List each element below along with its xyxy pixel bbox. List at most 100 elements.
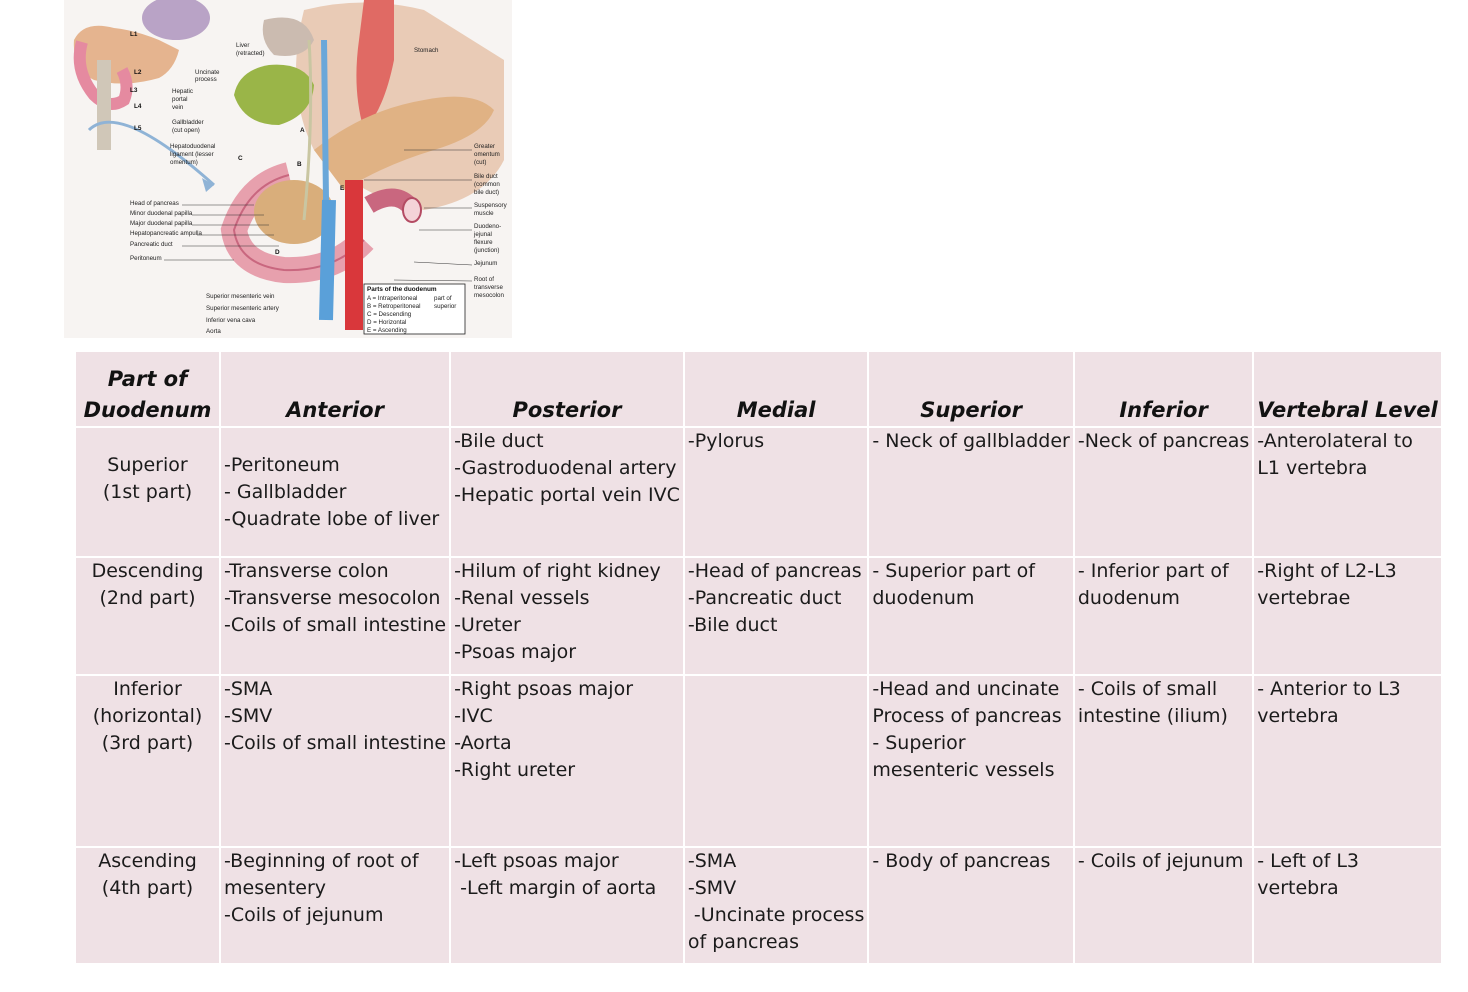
cell-line: -Coils of small intestine: [224, 614, 447, 636]
cell-line: vertebrae: [1257, 587, 1351, 609]
cell-line: - Left of L3: [1257, 850, 1359, 872]
label-minor-papilla: Minor duodenal papilla: [130, 210, 193, 217]
label-sma: Superior mesenteric artery: [206, 305, 280, 312]
cell-posterior: -Left psoas major -Left margin of aorta: [450, 847, 685, 963]
label-bile-duct-3: bile duct): [474, 189, 499, 196]
cell-line: -SMV: [224, 705, 273, 727]
cell-line: -Head of pancreas: [687, 560, 862, 582]
letter-A: A: [300, 127, 305, 134]
cell-line: -Bile duct: [687, 614, 778, 636]
label-hepatic: Hepatic: [172, 88, 193, 95]
label-greater-omentum-3: (cut): [474, 159, 486, 166]
cell-line: -Pancreatic duct: [687, 587, 842, 609]
label-peritoneum: Peritoneum: [130, 255, 162, 262]
letter-D: D: [275, 249, 280, 256]
cell-line: intestine (ilium): [1077, 705, 1228, 727]
label-bile-duct: Bile duct: [474, 173, 498, 180]
legend-b: B = Retroperitoneal: [367, 303, 421, 310]
cell-line: mesenteric vessels: [872, 759, 1055, 781]
header-vertebral: Vertebral Level: [1253, 352, 1441, 428]
cell-line: -Head and uncinate: [872, 678, 1060, 700]
cell-line: -Coils of jejunum: [224, 904, 384, 926]
header-superior: Superior: [868, 352, 1075, 428]
cell-medial: [683, 675, 870, 848]
cell-superior: - Body of pancreas: [868, 847, 1075, 963]
cell-anterior: -SMA -SMV -Coils of small intestine: [220, 675, 452, 848]
cell-line: L1 vertebra: [1257, 457, 1368, 479]
cell-line: -Right psoas major: [454, 678, 634, 700]
cell-line: - Neck of gallbladder: [872, 430, 1070, 452]
cell-line: - Anterior to L3: [1257, 678, 1401, 700]
cell-inferior: - Coils of jejunum: [1073, 847, 1255, 963]
table-row: Superior(1st part)-Peritoneum- Gallbladd…: [76, 427, 1441, 558]
label-liver: Liver: [236, 42, 249, 49]
cell-posterior: -Right psoas major-IVC-Aorta-Right urete…: [450, 675, 685, 848]
label-root-3: mesocolon: [474, 292, 504, 299]
cell-line: vertebra: [1257, 877, 1339, 899]
legend-d: D = Horizontal: [367, 319, 406, 326]
cell-line: -Left psoas major: [454, 850, 619, 872]
legend-ab-note: part of: [434, 295, 452, 302]
cell-medial: -Head of pancreas -Pancreatic duct -Bile d…: [683, 557, 870, 676]
label-suspensory: Suspensory: [474, 202, 508, 209]
label-dj-3: flexure: [474, 239, 493, 246]
duodenum-anatomy-figure: L1 L2 L3 L4 L5 A C D E B: [64, 0, 512, 338]
label-hepatoduodenal-2: ligament (lesser: [170, 151, 214, 158]
label-root: Root of: [474, 276, 494, 283]
label-jejunum: Jejunum: [474, 260, 497, 267]
cell-line: -Anterolateral to: [1257, 430, 1413, 452]
header-posterior: Posterior: [450, 352, 685, 428]
label-stomach: Stomach: [414, 47, 439, 54]
cell-line: mesentery: [224, 877, 327, 899]
label-smv: Superior mesenteric vein: [206, 293, 275, 300]
label-greater-omentum-2: omentum: [474, 151, 500, 158]
cell-line: (4th part): [101, 877, 194, 899]
header-part: Part of Duodenum: [76, 352, 221, 428]
cell-line: -Coils of small intestine: [224, 732, 447, 754]
cell-line: -Right of L2-L3: [1257, 560, 1397, 582]
legend-a: A = Intraperitoneal: [367, 295, 417, 302]
label-L5: L5: [134, 125, 142, 132]
cell-line: -Transverse colon: [224, 560, 389, 582]
letter-B: B: [297, 161, 302, 168]
label-hepatoduodenal-3: omentum): [170, 159, 198, 166]
cell-line: -Hepatic portal vein IVC: [454, 484, 680, 506]
label-aorta: Aorta: [206, 328, 221, 335]
header-anterior: Anterior: [220, 352, 452, 428]
parts-legend: Parts of the duodenum A = Intraperitonea…: [363, 283, 466, 335]
cell-inferior: -Neck of pancreas: [1073, 427, 1255, 558]
cell-line: - Body of pancreas: [872, 850, 1051, 872]
duodenum-relations-table: Part of Duodenum Anterior Posterior Medi…: [76, 352, 1441, 963]
cell-line: -Renal vessels: [454, 587, 590, 609]
cell-anterior: -Beginning of root of mesentery -Coils of …: [220, 847, 452, 963]
cell-line: -SMV: [687, 877, 737, 899]
cell-part: Descending(2nd part): [76, 557, 221, 676]
cell-line: Ascending: [98, 850, 197, 872]
cell-anterior: -Peritoneum- Gallbladder-Quadrate lobe o…: [220, 427, 452, 558]
cell-line: -Hilum of right kidney: [454, 560, 661, 582]
legend-c: C = Descending: [367, 311, 412, 318]
label-hepatic-3: vein: [172, 104, 184, 111]
cell-line: -SMA: [224, 678, 273, 700]
cell-vertebral: -Right of L2-L3 vertebrae: [1253, 557, 1441, 676]
cell-vertebral: - Left of L3 vertebra: [1253, 847, 1440, 963]
cell-line: -Left margin of aorta: [454, 877, 657, 899]
left-labels: Liver (retracted) Stomach Uncinate proce…: [130, 42, 439, 335]
cell-line: -Beginning of root of: [224, 850, 419, 872]
cell-line: -IVC: [454, 705, 493, 727]
cell-line: - Coils of jejunum: [1077, 850, 1244, 872]
cell-line: - Superior: [872, 732, 966, 754]
cell-medial: -Pylorus: [683, 427, 870, 558]
cell-line: -Right ureter: [454, 759, 576, 781]
cell-line: -Ureter: [454, 614, 521, 636]
cell-line: -Bile duct: [454, 430, 544, 452]
cell-line: -SMA: [687, 850, 737, 872]
cell-line: - Inferior part of: [1077, 560, 1229, 582]
table-row: Ascending (4th part) -Beginning of root of…: [76, 847, 1441, 963]
table-header-row: Part of Duodenum Anterior Posterior Medi…: [76, 352, 1441, 428]
cell-line: -Neck of pancreas: [1077, 430, 1250, 452]
cell-line: -Uncinate process: [687, 904, 865, 926]
